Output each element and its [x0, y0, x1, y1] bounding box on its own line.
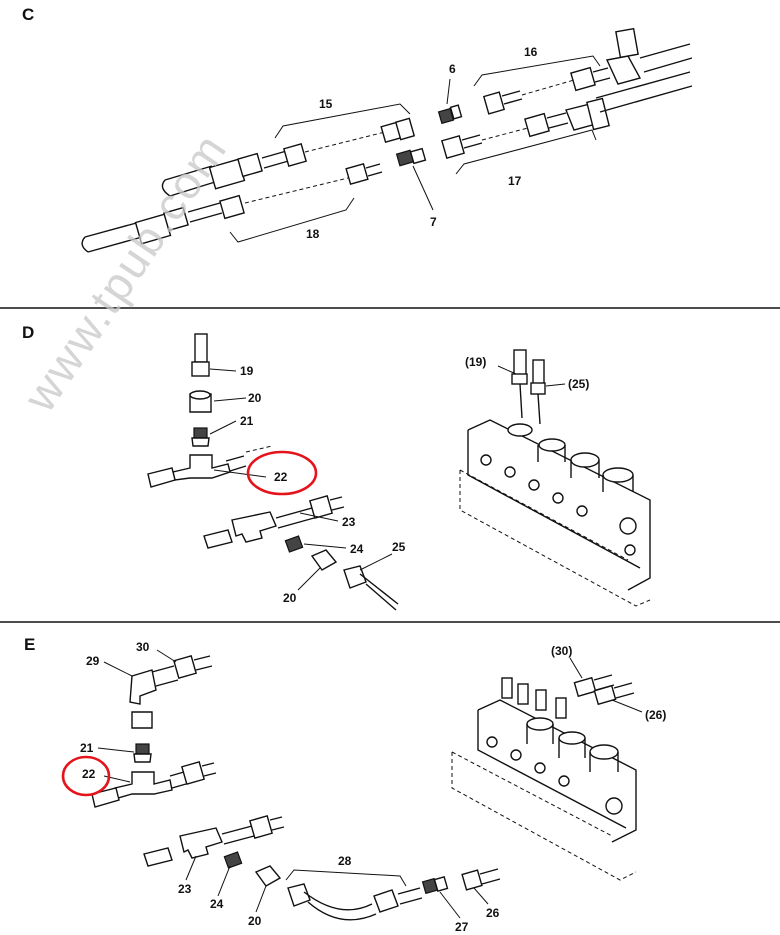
bracket-16 [473, 55, 601, 87]
section-d-label: D [22, 323, 34, 342]
part-22-label: 22 [274, 470, 288, 484]
leader-24 [303, 543, 347, 549]
part-24-label: 24 [350, 542, 364, 556]
highlight-circle-22e [61, 755, 111, 797]
leader-26-inset [611, 699, 643, 713]
part-16-label: 16 [524, 45, 538, 59]
leader-20b [297, 567, 321, 591]
part-26-label: 26 [486, 906, 500, 920]
part-18-label: 18 [306, 227, 320, 241]
leader-30 [156, 649, 177, 663]
part-21e-label: 21 [80, 741, 94, 755]
bracket-18 [229, 197, 355, 243]
elbow-stack-e [91, 655, 217, 808]
part-22e-label: 22 [82, 767, 96, 781]
leader-23e [185, 855, 197, 881]
part-20b-label: 20 [283, 591, 297, 605]
highlight-circle-22 [246, 450, 318, 496]
bracket-15 [274, 103, 411, 139]
part-21-label: 21 [240, 414, 254, 428]
inset-part-30-label: (30) [551, 644, 572, 658]
leader-25-inset [545, 383, 566, 387]
part-17-label: 17 [508, 174, 522, 188]
valve-manifold-e [451, 674, 637, 881]
valve-manifold-d [459, 349, 651, 607]
leader-29 [103, 661, 133, 677]
leader-21e [97, 747, 135, 753]
leader-21 [209, 420, 237, 435]
watermark: www.tpub.com [13, 124, 237, 422]
part-15-label: 15 [319, 97, 333, 111]
part-20-label: 20 [248, 391, 262, 405]
bracket-17 [455, 129, 597, 175]
lower-hose-assembly [81, 71, 693, 253]
section-e-label: E [24, 635, 35, 654]
leader-27 [439, 891, 461, 919]
part-27-label: 27 [455, 920, 469, 934]
tee-branch-e [143, 815, 501, 921]
leader-30-inset [569, 657, 583, 679]
section-c-label: C [22, 5, 34, 24]
part-23e-label: 23 [178, 882, 192, 896]
upper-hose-assembly [161, 27, 693, 197]
tee-stack-d [147, 333, 273, 488]
leader-20e [255, 885, 267, 913]
leader-6 [446, 78, 451, 105]
part-24e-label: 24 [210, 897, 224, 911]
part-7-label: 7 [430, 215, 437, 229]
leader-19 [209, 368, 237, 372]
inset-part-19-label: (19) [465, 355, 486, 369]
part-28-label: 28 [338, 854, 352, 868]
inset-part-26-label: (26) [645, 708, 666, 722]
section-d: D 19 20 21 22 [22, 323, 651, 611]
part-29-label: 29 [86, 654, 100, 668]
part-20e-label: 20 [248, 914, 262, 928]
leader-24e [217, 865, 231, 897]
tee-branch-d [203, 495, 399, 611]
leader-7 [412, 165, 434, 211]
inset-part-25-label: (25) [568, 377, 589, 391]
section-c: C [22, 5, 693, 253]
part-23-label: 23 [342, 515, 356, 529]
leader-20 [213, 397, 247, 402]
leader-23 [299, 512, 339, 522]
part-30-label: 30 [136, 640, 150, 654]
part-25-label: 25 [392, 540, 406, 554]
leader-25 [359, 553, 393, 571]
leader-26 [473, 887, 489, 905]
bracket-28 [285, 869, 407, 887]
part-19-label: 19 [240, 364, 254, 378]
section-e: E 30 29 21 22 [24, 635, 666, 934]
part-6-label: 6 [449, 62, 456, 76]
leader-22 [213, 469, 267, 478]
leader-19-inset [497, 365, 517, 375]
